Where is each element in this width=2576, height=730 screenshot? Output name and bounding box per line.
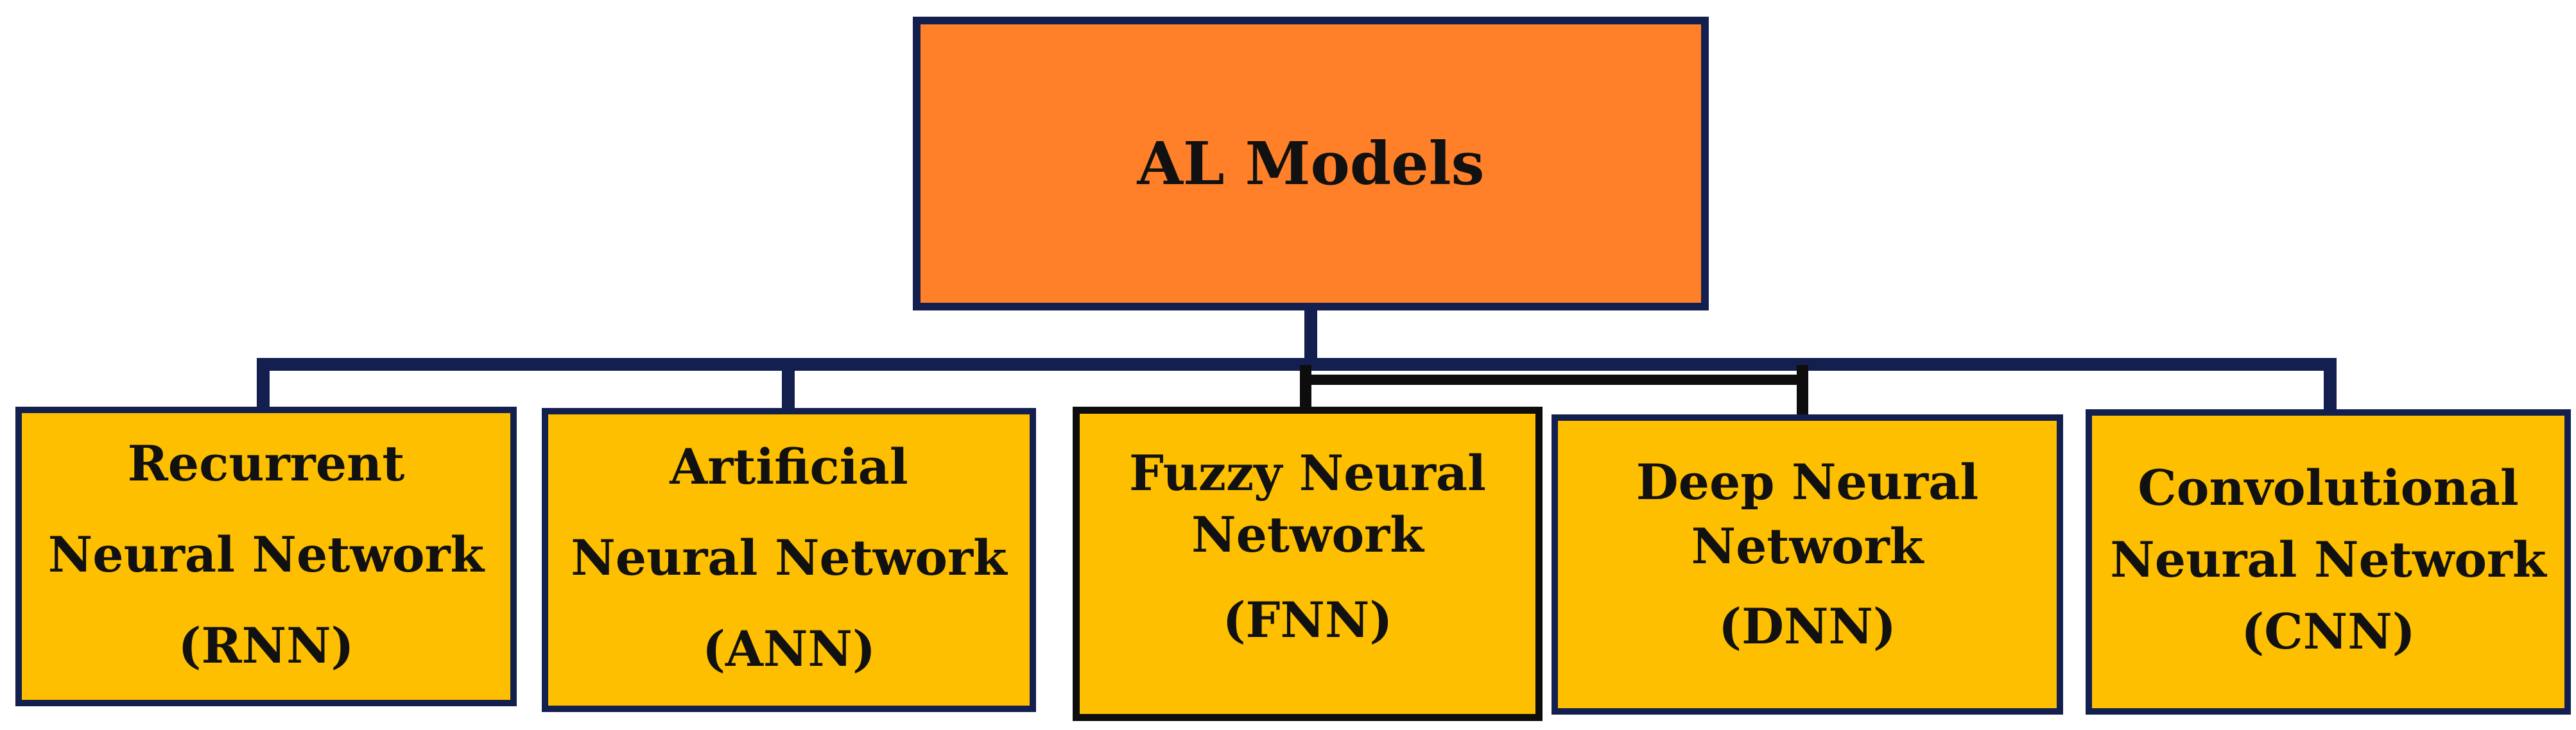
root-node-label: AL Models	[1137, 129, 1485, 198]
child-node-label-line: (CNN)	[2241, 603, 2416, 660]
child-node-label-line: Deep Neural	[1636, 454, 1979, 511]
child-node-label-line: Neural Network	[2110, 531, 2546, 588]
child-node-label-line: Fuzzy Neural	[1128, 445, 1487, 502]
child-node-label-line: (FNN)	[1222, 591, 1393, 649]
child-node-label-line: Network	[1691, 518, 1924, 575]
child-node-label-line: (RNN)	[178, 616, 354, 674]
child-node-label-line: Network	[1191, 506, 1424, 563]
child-node-label-line: Artificial	[670, 438, 908, 495]
child-node-cnn: Convolutional Neural Network (CNN)	[2086, 409, 2571, 715]
child-node-label-line: Neural Network	[48, 525, 485, 583]
child-node-fnn: Fuzzy Neural Network (FNN)	[1073, 407, 1543, 721]
child-node-label-line: Recurrent	[127, 434, 405, 492]
child-node-dnn: Deep Neural Network (DNN)	[1552, 414, 2063, 715]
child-node-rnn: Recurrent Neural Network (RNN)	[15, 407, 517, 706]
root-node-box: AL Models	[913, 17, 1709, 310]
child-node-ann: Artificial Neural Network (ANN)	[542, 408, 1036, 712]
child-node-label-line: (ANN)	[702, 620, 876, 677]
child-node-label-line: Convolutional	[2138, 459, 2519, 516]
child-node-label-line: (DNN)	[1718, 598, 1896, 655]
child-node-label-line: Neural Network	[571, 529, 1007, 586]
